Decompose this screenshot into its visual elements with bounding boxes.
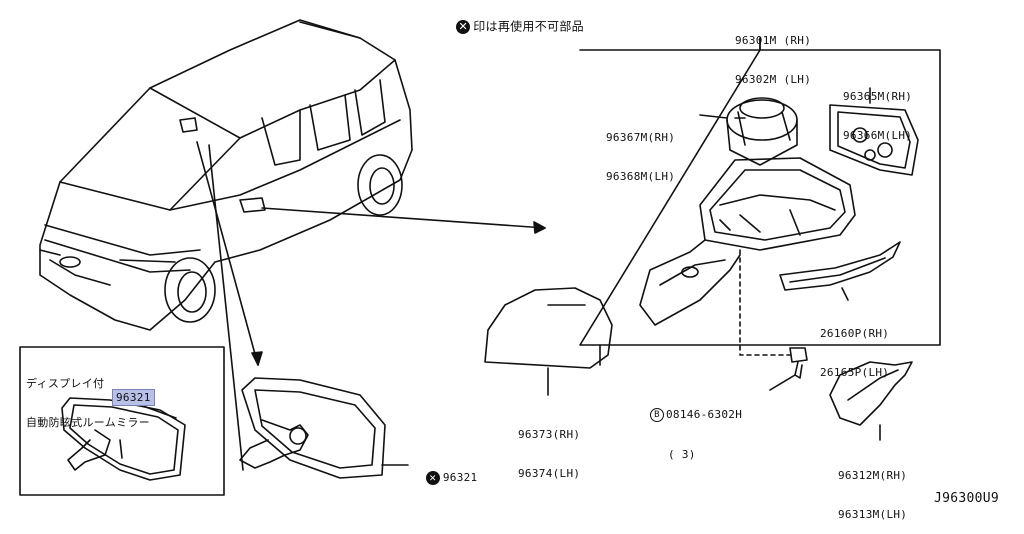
parts-diagram [19,19,941,496]
actuator-lh: 96368M(LH) [606,170,676,183]
turn-lamp-rh: 26160P(RH) [820,327,890,340]
turn-lamp-lh: 26165P(LH) [820,366,890,379]
bolt-qty: ( 3) [668,448,696,461]
car-illustration [39,19,413,331]
actuator-part [699,97,798,166]
cover-lh: 96374(LH) [518,467,581,480]
mirror-glass-part [829,87,919,176]
inner-mirror-part [239,377,409,479]
x-mark-icon: ✕ [456,20,471,34]
leader-lines [142,141,546,471]
b-marker-icon: B [650,408,664,422]
inner-mirror-code: 96321 [442,471,478,484]
label-leaders [734,37,761,119]
mirror-assy-label[interactable]: 96301M (RH) 96302M (LH) [735,8,811,99]
inset-part-code[interactable]: 96321 [112,389,155,406]
mirror-housing-part [639,157,856,326]
inset-mirror-part [61,397,186,481]
bolt-code: 08146-6302H [666,408,743,421]
mirror-assy-lh: 96302M (LH) [735,73,812,86]
reuse-note-text: 印は再使用不可部品 [473,19,584,34]
inset-title: ディスプレイ付 自動防眩式ルームミラー [26,351,150,442]
inset-title-line2: 自動防眩式ルームミラー [26,416,150,429]
mirror-assy-rh: 96301M (RH) [735,34,812,47]
x-mark-icon: ✕ [425,471,440,485]
cover-rh: 96373(RH) [518,428,581,441]
turn-lamp-part [779,241,901,301]
turn-lamp-label[interactable]: 26160P(RH) 26165P(LH) [820,301,889,392]
lower-cover-rh: 96312M(RH) [838,469,908,482]
glass-lh: 96366M(LH) [843,129,913,142]
mirror-cover-part [484,287,613,396]
lower-cover-label[interactable]: 96312M(RH) 96313M(LH) [838,443,907,534]
inset-box [19,346,225,496]
inset-title-line1: ディスプレイ付 [26,377,105,390]
lower-cover-part [829,361,913,441]
reuse-note: ✕印は再使用不可部品 [448,7,584,34]
glass-rh: 96365M(RH) [843,90,913,103]
actuator-rh: 96367M(RH) [606,131,676,144]
bolt-part [739,249,808,391]
cover-label[interactable]: 96373(RH) 96374(LH) [518,402,580,493]
glass-label[interactable]: 96365M(RH) 96366M(LH) [843,64,912,155]
inner-mirror-label[interactable]: ✕96321 [412,458,477,485]
diagram-code: J96300U9 [934,491,1000,506]
actuator-label[interactable]: 96367M(RH) 96368M(LH) [606,105,675,196]
